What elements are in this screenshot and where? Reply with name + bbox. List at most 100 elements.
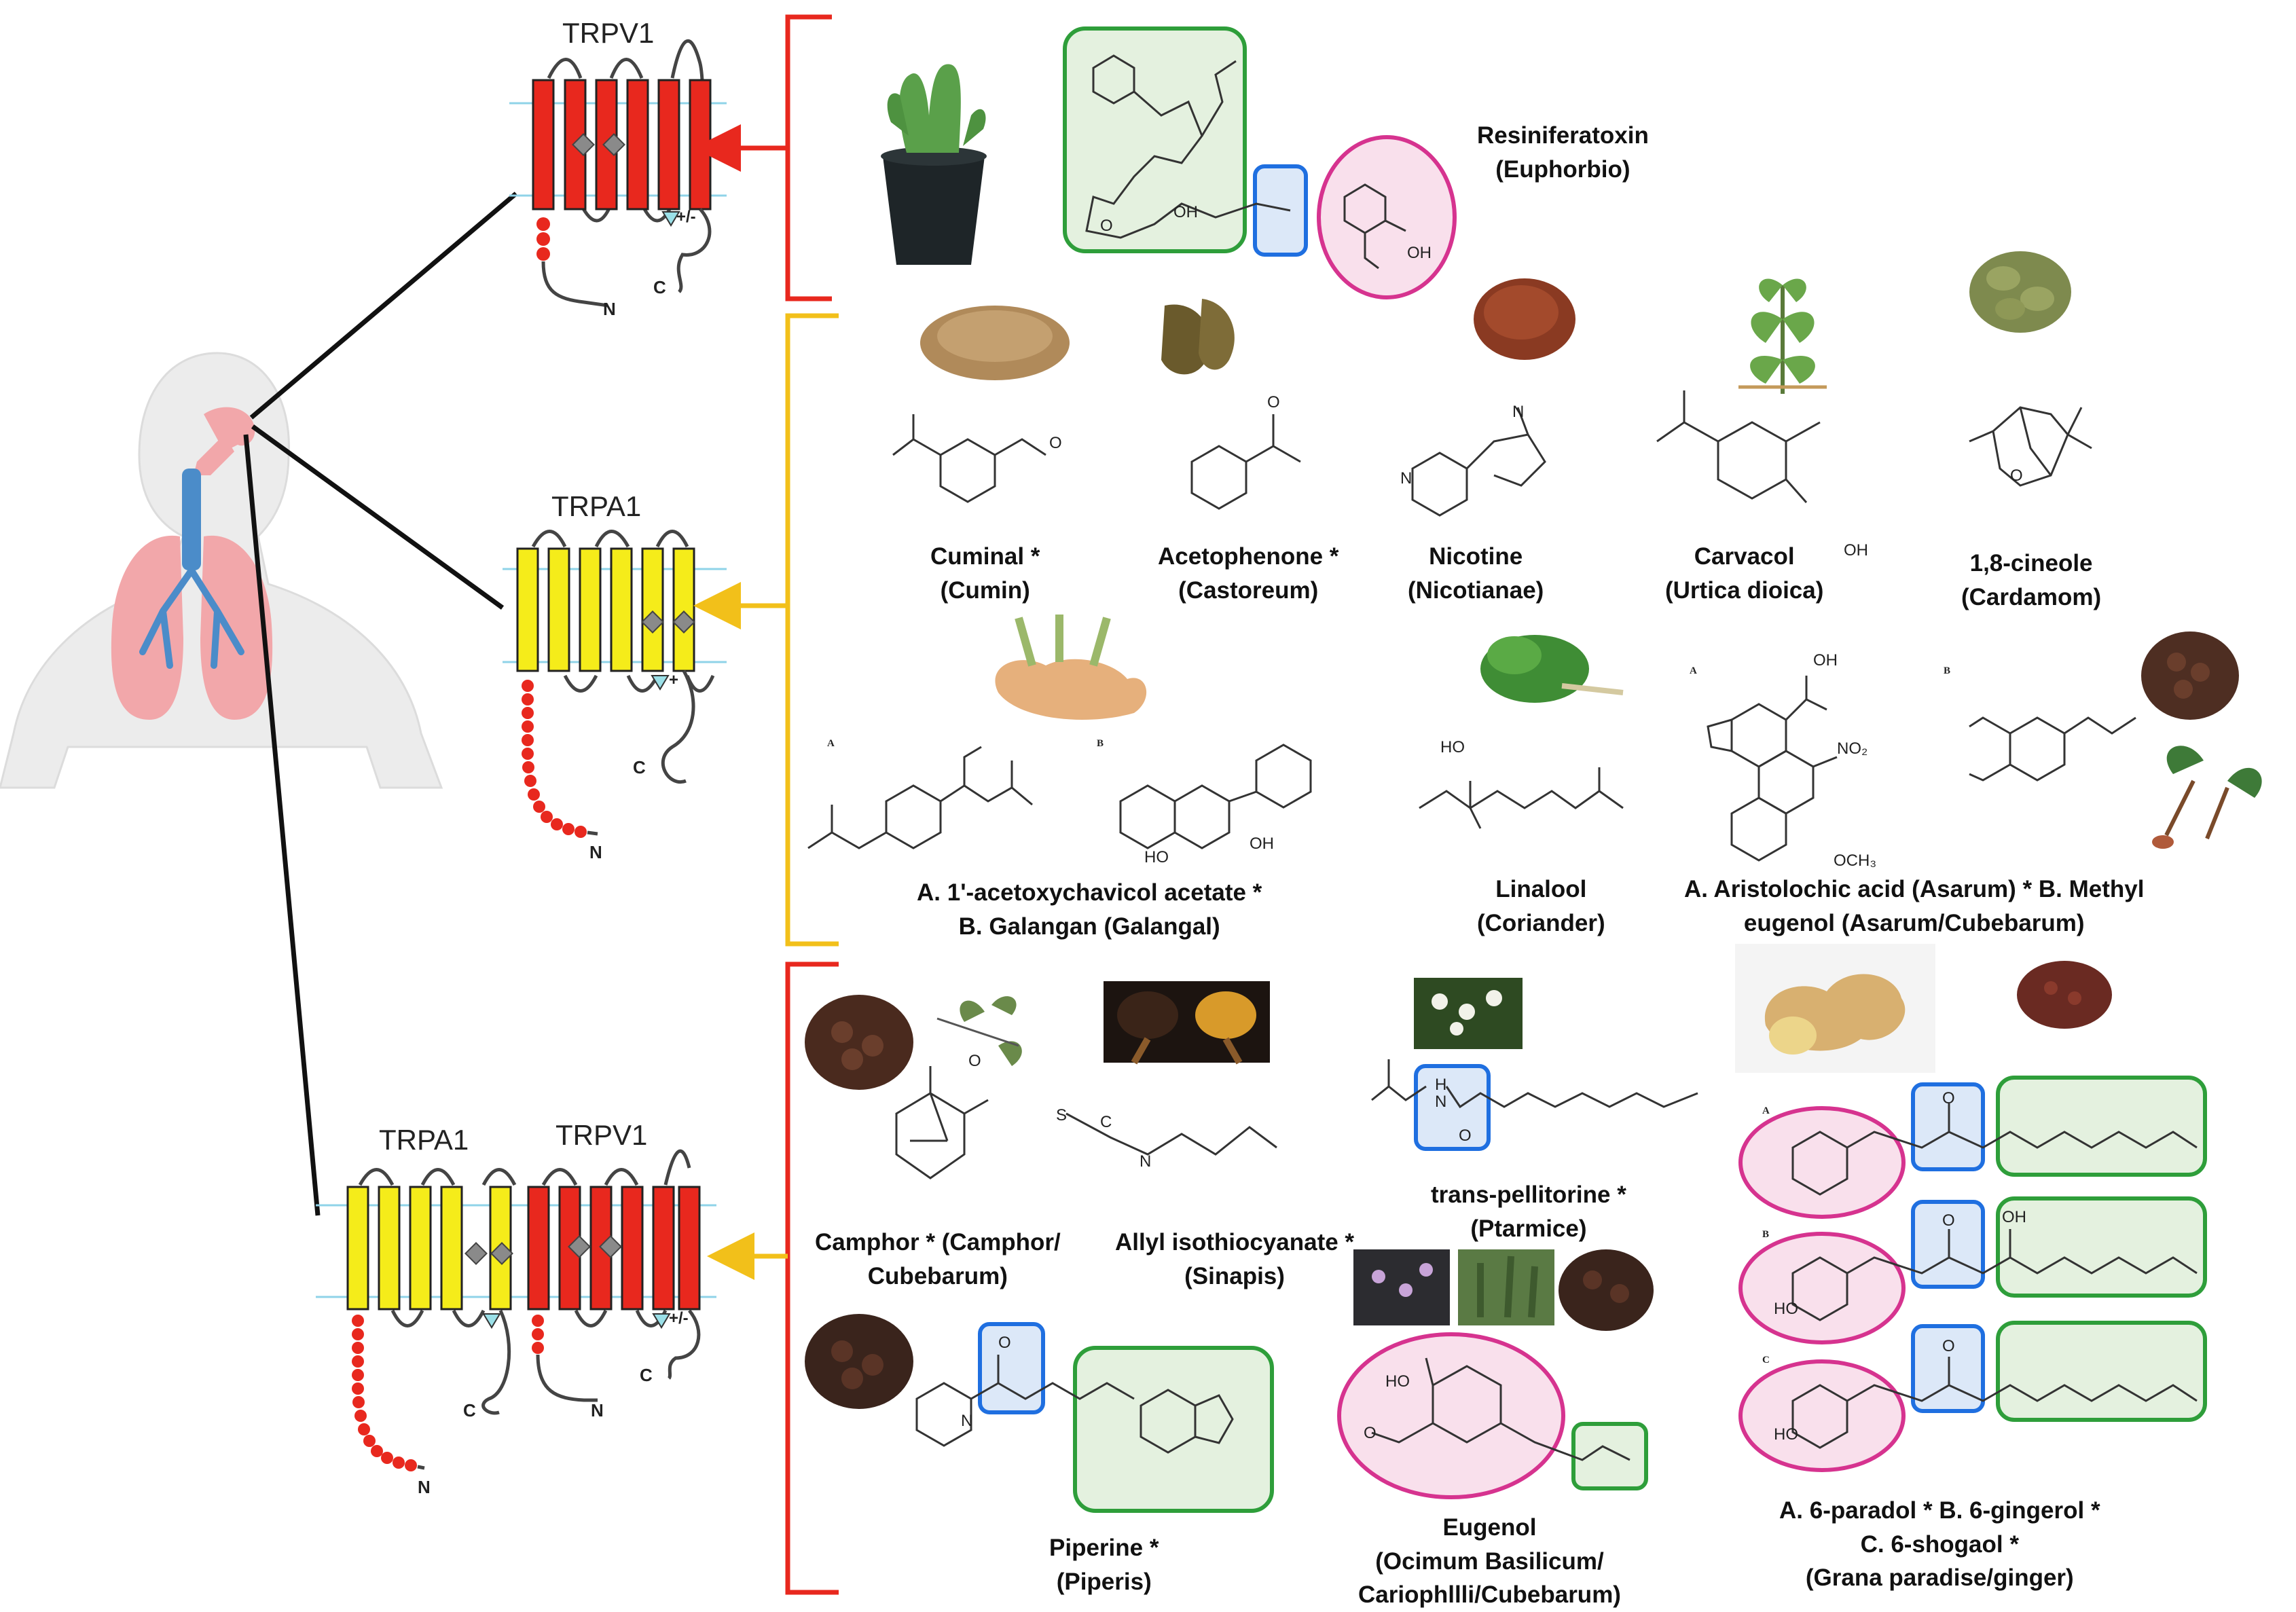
label-allyl-isothiocyanate: Allyl isothiocyanate * (Sinapis) (1115, 1226, 1354, 1293)
connector-to-combined (243, 434, 321, 1216)
atom-o-acetophenone: O (1267, 393, 1280, 411)
label-linalool: Linalool (Coriander) (1477, 873, 1605, 940)
label-carvacol-name: Carvacol (1694, 543, 1795, 570)
atom-oh-gingerol: OH (2002, 1208, 2026, 1226)
human-respiratory-figure (0, 352, 443, 789)
black-pepper-photo-2 (805, 1314, 913, 1409)
label-cineole-source: (Cardamom) (1961, 583, 2102, 610)
label-cuminal-name: Cuminal * (930, 543, 1040, 570)
letter-b-ginger: B (1762, 1229, 1770, 1240)
atom-o-cuminal: O (1049, 434, 1062, 452)
label-allyl-name: Allyl isothiocyanate * (1115, 1229, 1355, 1256)
trpv1-bottom-c-terminal: C (640, 1365, 653, 1385)
ginger-root-photo (1735, 944, 1935, 1073)
trpa1-middle-charge: + (669, 671, 679, 689)
atom-h-pellitorine: H (1435, 1076, 1446, 1094)
camphor-leaves-illustration (936, 996, 1022, 1066)
structure-allyl-isothiocyanate (1065, 1112, 1277, 1156)
label-piperine-source: (Piperis) (1056, 1568, 1152, 1595)
atom-o-shogaol: O (1942, 1337, 1955, 1355)
atom-o-cineole: O (2010, 466, 2023, 485)
label-piperine-name: Piperine * (1049, 1535, 1159, 1561)
label-gingerols-line2: C. 6-shogaol * (1860, 1531, 2019, 1558)
label-carvacol: Carvacol (Urtica dioica) (1665, 540, 1823, 607)
label-gingerols-source: (Grana paradise/ginger) (1805, 1564, 2074, 1592)
trpa1-middle-title: TRPA1 (551, 490, 642, 522)
structure-resiniferatoxin (1063, 26, 1457, 299)
label-piperine: Piperine * (Piperis) (1049, 1531, 1159, 1598)
structure-acetoxychavicol (807, 746, 1033, 849)
atom-ho-linalool: HO (1440, 738, 1465, 756)
label-camphor-name: Camphor * (Camphor/ (815, 1229, 1061, 1256)
trpv1-top-n-terminal: N (603, 299, 616, 319)
grains-of-paradise-photo (2017, 961, 2112, 1029)
atom-ho-eugenol: HO (1385, 1372, 1410, 1391)
label-allyl-source: (Sinapis) (1184, 1262, 1285, 1289)
label-eugenol: Eugenol (Ocimum Basilicum/ Cariophllli/C… (1358, 1511, 1621, 1612)
label-camphor-source: Cubebarum) (867, 1262, 1008, 1289)
red-bracket-bottom (707, 961, 839, 1595)
clove-pepper-photo (1559, 1249, 1654, 1331)
label-linalool-source: (Coriander) (1477, 909, 1605, 936)
atom-oh-aristolochic: OH (1813, 651, 1838, 670)
label-resiniferatoxin: Resiniferatoxin (Euphorbio) (1477, 119, 1649, 186)
trpa1-middle-channel (503, 530, 727, 838)
label-acetophenone-name: Acetophenone * (1158, 543, 1339, 570)
label-nicotine-name: Nicotine (1429, 543, 1523, 570)
structure-6-paradol (1738, 1076, 2207, 1219)
atom-o-piperine: O (998, 1334, 1011, 1352)
structure-carvacol (1656, 390, 1821, 503)
label-resiniferatoxin-name: Resiniferatoxin (1477, 122, 1649, 149)
atom-n-nicotine-ring: N (1400, 469, 1412, 488)
structure-acetophenone (1190, 414, 1301, 510)
trpa1-middle-n-terminal: N (589, 842, 602, 862)
atom-n-pellitorine: N (1435, 1093, 1446, 1111)
label-pellitorine-name: trans-pellitorine * (1431, 1181, 1626, 1208)
letter-a-asarum: A (1690, 665, 1697, 676)
atom-oh-galangin: OH (1250, 835, 1274, 853)
structure-camphor (895, 1066, 989, 1179)
atom-oh-carvacol: OH (1844, 541, 1868, 560)
label-cineole-name: 1,8-cineole (1969, 550, 2093, 576)
structure-linalool (1419, 767, 1624, 829)
atom-ho-shogaol: HO (1774, 1425, 1798, 1444)
red-bracket-top (693, 14, 832, 301)
coriander-leaves-photo (1480, 635, 1624, 703)
label-pellitorine-source: (Ptarmice) (1470, 1215, 1587, 1242)
structure-galangin (1119, 744, 1312, 849)
connector-to-top-trpv1 (249, 191, 518, 420)
label-carvacol-source: (Urtica dioica) (1665, 576, 1824, 604)
label-aristolochic-name: A. Aristolochic acid (Asarum) * B. Methy… (1684, 876, 2145, 902)
atom-n-allyl: N (1140, 1152, 1151, 1171)
basil-leaves-photo (1458, 1249, 1554, 1325)
trpv1-top-channel (509, 39, 727, 308)
trpv1-bottom-n-terminal: N (591, 1400, 604, 1421)
structure-6-shogaol (1738, 1321, 2207, 1472)
label-acetophenone: Acetophenone * (Castoreum) (1158, 540, 1338, 607)
label-eugenol-name: Eugenol (1442, 1514, 1537, 1541)
trpv1-bottom-title: TRPV1 (555, 1119, 648, 1151)
atom-o-gingerol: O (1942, 1211, 1955, 1230)
cardamom-pods-photo (1969, 251, 2071, 333)
connector-to-trpa1 (251, 424, 505, 610)
label-nicotine: Nicotine (Nicotianae) (1408, 540, 1544, 607)
trpv1-top-title: TRPV1 (562, 17, 655, 49)
label-galangan-name: B. Galangan (Galangal) (958, 913, 1220, 940)
structure-eugenol (1337, 1332, 1648, 1499)
atom-n-piperine: N (961, 1412, 972, 1430)
atom-ho-gingerol: HO (1774, 1300, 1798, 1318)
structure-aristolochic (1707, 676, 1838, 862)
letter-b-asarum: B (1944, 665, 1951, 676)
atom-oh-rtx: OH (1173, 203, 1198, 221)
label-gingerols-line1: A. 6-paradol * B. 6-gingerol * (1779, 1497, 2100, 1524)
atom-o-pellitorine: O (1459, 1126, 1472, 1145)
basil-flowers-photo (1353, 1249, 1450, 1325)
atom-n-nicotine: N (1512, 403, 1524, 421)
atom-o-paradol: O (1942, 1089, 1955, 1107)
trpv1-bottom-charge: +/- (669, 1309, 689, 1327)
label-camphor: Camphor * (Camphor/ Cubebarum) (815, 1226, 1061, 1293)
trpa1-bottom-title: TRPA1 (379, 1124, 469, 1156)
atom-o-rtx: O (1100, 217, 1113, 235)
black-pepper-photo-1 (805, 995, 913, 1090)
